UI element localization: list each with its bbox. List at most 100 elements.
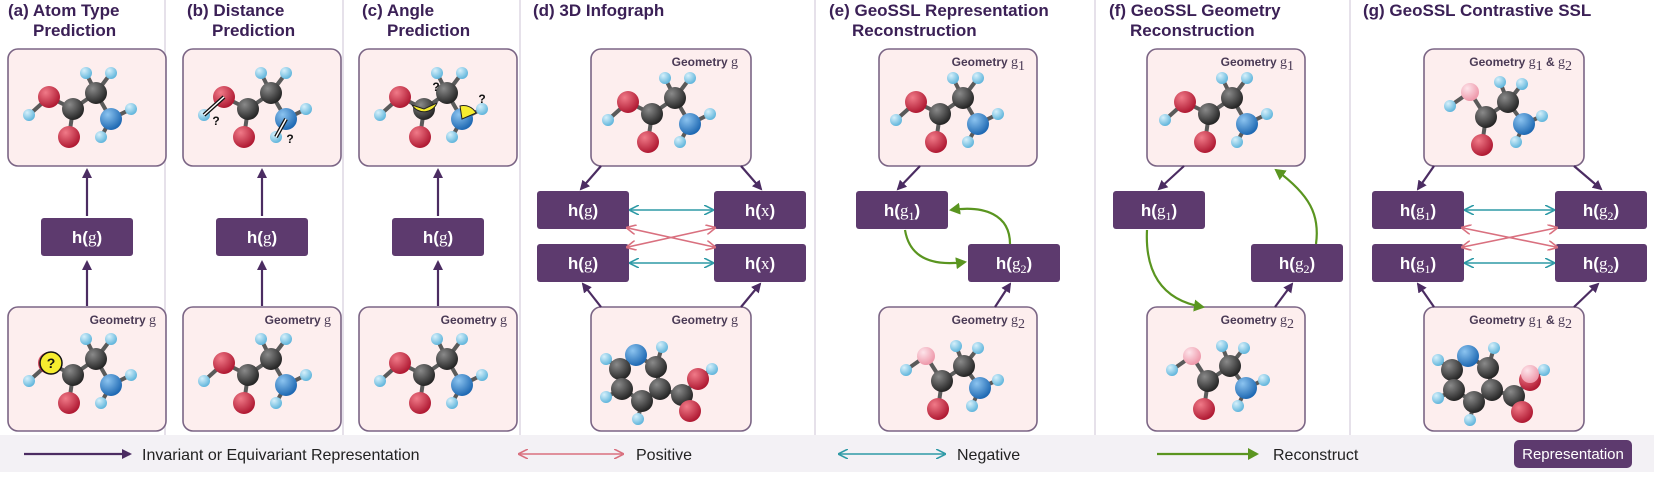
hydrogen-atom [80,333,92,345]
panel-title-e: Reconstruction [852,21,977,40]
invariant-arrow [581,282,602,308]
hydrogen-atom [966,400,978,412]
carbon-atom [1443,379,1465,401]
hydrogen-atom [23,375,35,387]
geometry-word: Geometry [265,313,324,327]
hydrogen-atom [1231,136,1243,148]
oxygen-atom [38,86,60,108]
hydrogen-atom [255,333,267,345]
hydrogen-atom [1261,108,1273,120]
hydrogen-atom [431,67,443,79]
rep-prefix: h( [996,254,1012,273]
representation-block [392,218,484,256]
rep-subscript: 1 [1424,262,1430,276]
bottom-geometry-label: Geometry g [441,313,507,328]
geometry-subscript-2: 2 [1565,317,1572,332]
nitrogen-atom [969,377,991,399]
panel-e: (e) GeoSSL RepresentationReconstructionG… [829,1,1060,432]
hydrogen-atom [374,375,386,387]
representation-block [1372,191,1464,229]
invariant-arrow [1157,165,1185,191]
angle-wedge [410,102,438,113]
hydrogen-atom [300,103,312,115]
nitrogen-atom [1236,113,1258,135]
geometry-subscript: 1 [1018,59,1025,74]
hydrogen-atom [972,72,984,84]
molecule-bottom [600,341,718,425]
bottom-geometry-label: Geometry g [672,313,738,328]
oxygen-atom [679,400,701,422]
hydrogen-atom [105,333,117,345]
top-geometry-box [182,48,342,167]
reconstruct-arrow [903,229,967,270]
nitrogen-atom [679,113,701,135]
masked-atom [1521,365,1539,383]
geometry-symbol: g [1529,55,1536,70]
geometry-word: Geometry [441,313,500,327]
panel-title-c: Prediction [387,21,470,40]
geometry-word: Geometry [1221,55,1280,69]
rep-close: ) [271,228,277,247]
top-geometry-label: Geometry g1 [952,55,1025,74]
representation-label: h(g2) [996,254,1032,276]
carbon-atom [649,378,671,400]
legend-label-representation: Representation [1522,446,1624,463]
carbon-atom [1219,355,1241,377]
rep-prefix: h( [1400,254,1416,273]
carbon-atom [85,348,107,370]
carbon-atom [1463,391,1485,413]
hydrogen-atom [1494,76,1506,88]
rep-prefix: h( [247,228,263,247]
hydrogen-atom [674,136,686,148]
oxygen-atom [409,126,431,148]
rep-close: ) [592,201,598,220]
legend-label-positive: Positive [636,447,692,464]
oxygen-atom [389,352,411,374]
hydrogen-atom [95,397,107,409]
hydrogen-atom [947,72,959,84]
carbon-atom [611,378,633,400]
atom-type-query-mark: ? [47,355,56,371]
rep-prefix: h( [1583,201,1599,220]
representation-h-g: h(g) [41,218,133,256]
carbon-atom [645,356,667,378]
molecule-top [23,67,137,148]
representation-block [1555,244,1647,282]
representation-h-g2-bottom: h(g2) [1555,244,1647,282]
hydrogen-atom [1444,100,1456,112]
nitrogen-atom [275,374,297,396]
representation-label: h(g2) [1583,254,1619,276]
carbon-atom [237,364,259,386]
oxygen-atom [1193,398,1215,420]
representation-label: h(g) [72,228,102,247]
oxygen-atom [233,392,255,414]
rep-close: ) [96,228,102,247]
molecule-top [890,72,1004,153]
rep-prefix: h( [1279,254,1295,273]
top-geometry-box [358,48,518,167]
invariant-arrow [740,165,763,191]
rep-subscript: 1 [908,209,914,223]
hydrogen-atom [890,114,902,126]
hydrogen-atom [1538,364,1550,376]
carbon-atom [664,87,686,109]
rep-close: ) [769,201,775,220]
molecule-bottom [374,333,488,414]
rep-prefix: h( [745,201,761,220]
hydrogen-atom [446,397,458,409]
bottom-geometry-label: Geometry g2 [952,313,1025,332]
hydrogen-atom [1238,342,1250,354]
query-mark: ? [432,80,439,94]
representation-label: h(g2) [1279,254,1315,276]
hydrogen-atom [1432,392,1444,404]
hydrogen-atom [992,108,1004,120]
hydrogen-atom [602,114,614,126]
hydrogen-atom [198,375,210,387]
carbon-atom [1477,357,1499,379]
geometry-symbol-2: g [1558,55,1565,70]
molecule-top [1444,76,1548,156]
oxygen-atom [617,91,639,113]
panel-title-d: (d) 3D Infograph [533,1,664,20]
hydrogen-atom [280,67,292,79]
invariant-arrow [1573,282,1600,308]
